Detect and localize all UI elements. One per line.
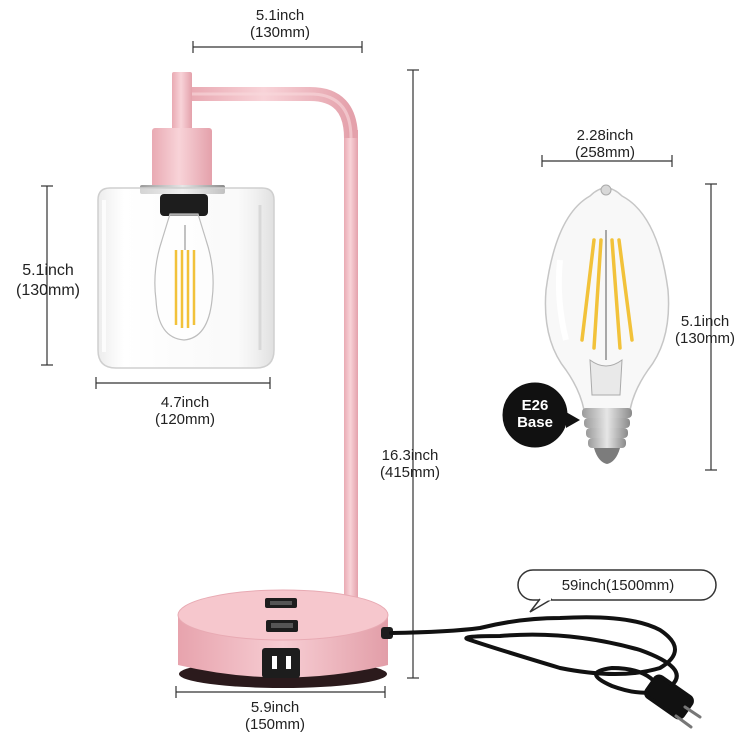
table-lamp-icon: [97, 72, 393, 688]
e26-base-badge: E26 Base: [517, 397, 553, 431]
usb-port-icon: [265, 598, 298, 632]
top-width-label: 5.1inch (130mm): [249, 7, 310, 41]
power-cord-icon: [389, 615, 702, 729]
total-height-label: 16.3inch (415mm): [379, 447, 440, 481]
shade-width-label: 4.7inch (120mm): [154, 394, 215, 428]
cord-length-callout: [517, 569, 717, 613]
base-width-label: 5.9inch (150mm): [244, 699, 305, 733]
bulb-width-label: 2.28inch (258mm): [574, 127, 635, 161]
cord-length-label: 59inch(1500mm): [561, 577, 675, 594]
edison-bulb-icon: [499, 184, 670, 464]
bulb-height-label: 5.1inch (130mm): [674, 313, 735, 347]
ac-outlet-icon: [262, 648, 300, 678]
dimension-lines: [41, 41, 717, 698]
shade-height-label: 5.1inch (130mm): [15, 262, 80, 299]
